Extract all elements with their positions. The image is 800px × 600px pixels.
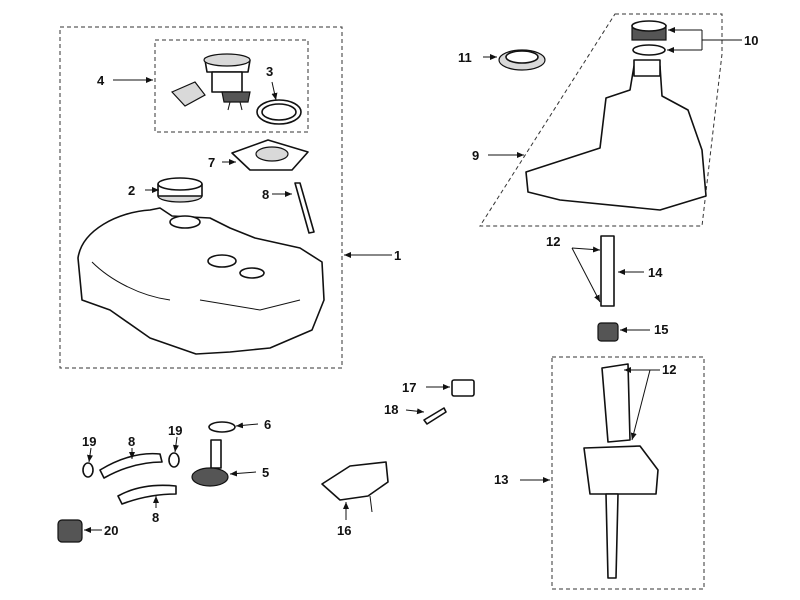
label-13: 13 — [494, 472, 508, 487]
pump-gasket — [256, 99, 302, 125]
label-14: 14 — [648, 265, 663, 280]
label-19-left: 19 — [82, 434, 96, 449]
label-20: 20 — [104, 523, 118, 538]
hose-clip-left — [82, 462, 94, 478]
label-7: 7 — [208, 155, 215, 170]
label-8-hose-lower: 8 — [152, 510, 159, 525]
mounting-bracket — [321, 461, 389, 513]
drain-tube — [600, 235, 615, 307]
fuel-hose-upper — [99, 452, 163, 479]
label-4: 4 — [97, 73, 105, 88]
label-9: 9 — [472, 148, 479, 163]
drain-assembly — [583, 363, 659, 579]
group-box-pump — [154, 39, 309, 133]
label-5: 5 — [262, 465, 269, 480]
bolt — [423, 407, 447, 425]
label-8-vent: 8 — [262, 187, 269, 202]
label-3: 3 — [266, 64, 273, 79]
fuel-tank — [77, 207, 325, 355]
label-11: 11 — [458, 50, 472, 65]
filler-reservoir — [525, 59, 707, 211]
label-12-top: 12 — [546, 234, 560, 249]
label-18: 18 — [384, 402, 398, 417]
vent-tube — [294, 182, 315, 234]
group-box-tube — [551, 356, 705, 590]
group-box-filler — [479, 13, 723, 227]
hose-clip-right — [168, 452, 180, 468]
label-15: 15 — [654, 322, 668, 337]
label-10: 10 — [744, 33, 758, 48]
valve-fitting — [451, 379, 475, 397]
label-2: 2 — [128, 183, 135, 198]
valve-cap — [208, 421, 236, 433]
fuel-hose-lower — [117, 484, 177, 505]
filler-cap — [631, 20, 667, 56]
tank-cap — [157, 177, 203, 203]
label-16: 16 — [337, 523, 351, 538]
label-6: 6 — [264, 417, 271, 432]
label-19-right: 19 — [168, 423, 182, 438]
filler-gasket — [498, 49, 546, 71]
group-box-tank — [59, 26, 343, 369]
fuel-pump-unit — [170, 53, 251, 111]
fuel-valve — [191, 439, 229, 487]
rubber-mount-15 — [597, 322, 619, 342]
label-12-bottom: 12 — [662, 362, 676, 377]
label-8-hose-upper: 8 — [128, 434, 135, 449]
rubber-mount-20 — [57, 519, 83, 543]
label-1: 1 — [394, 248, 401, 263]
label-17: 17 — [402, 380, 416, 395]
retainer-plate — [231, 139, 309, 171]
